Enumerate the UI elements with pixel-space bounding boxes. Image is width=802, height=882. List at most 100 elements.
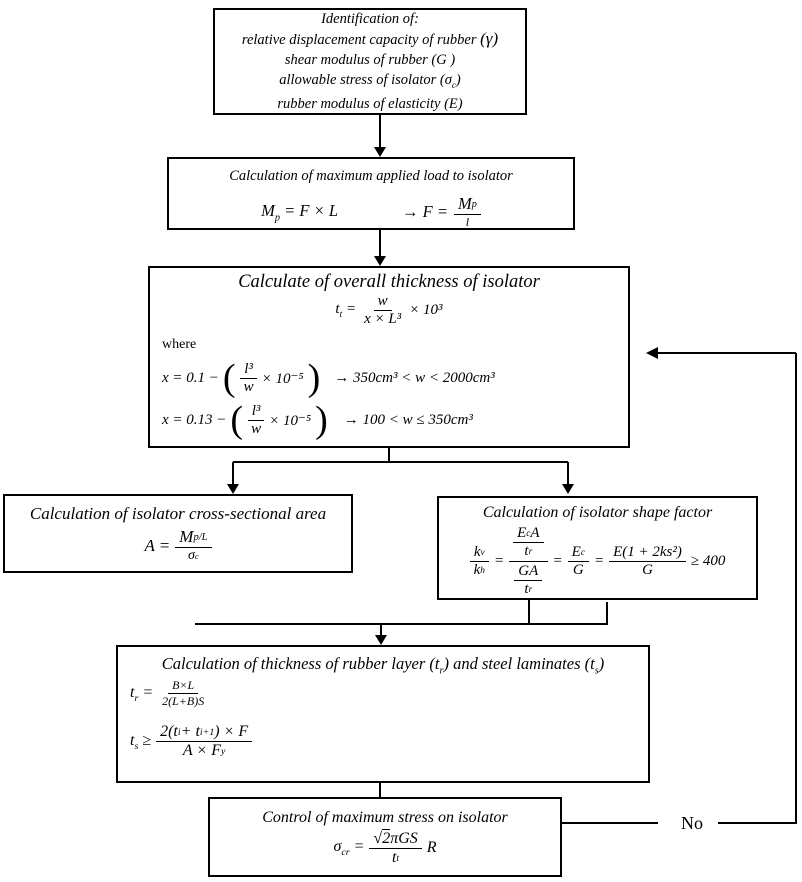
- mp-equation: Mp = F × L: [261, 201, 338, 223]
- arrowhead-branch-right: [562, 484, 574, 494]
- arrowhead-identification-to-load: [374, 147, 386, 157]
- arrowhead-load-to-thickness: [374, 256, 386, 266]
- tr-sub: r: [134, 692, 139, 704]
- shape-eq1: =: [493, 553, 505, 569]
- x1-paren-open: (: [222, 357, 236, 400]
- rubber-steel-title: Calculation of thickness of rubber layer…: [118, 654, 648, 676]
- sigma-cr-lhs: σcr =: [333, 838, 364, 858]
- tr-frac-num: B×L: [168, 678, 199, 695]
- tr-var2: t: [524, 581, 529, 597]
- arrowhead-branch-left: [227, 484, 239, 494]
- stress-control-title: Control of maximum stress on isolator: [262, 809, 508, 826]
- arrowhead-merge-down: [375, 635, 387, 645]
- a-var: A: [530, 525, 540, 541]
- kh-sub: h: [480, 565, 485, 576]
- x2-mult: × 10⁻⁵: [269, 413, 312, 429]
- tr-lhs: tr =: [130, 684, 153, 704]
- tr-var: t: [130, 683, 135, 701]
- x-equation-2: x = 0.13 − ( l³ w × 10⁻⁵ ) → 100 < w ≤ 3…: [162, 399, 628, 442]
- identification-title: Identification of:: [321, 9, 419, 29]
- tr-sub2: r: [528, 584, 533, 595]
- rubber-title-post: ): [598, 654, 605, 673]
- ec-sub: c: [526, 528, 531, 539]
- tt-frac-den: x × L³: [364, 311, 402, 327]
- sigma-line-post: ): [455, 71, 461, 88]
- identification-line-sigma: allowable stress of isolator (σc): [279, 70, 460, 95]
- overall-thickness-title: Calculate of overall thickness of isolat…: [238, 272, 540, 292]
- tt-mult: × 10³: [409, 302, 443, 318]
- x2-lhs: x = 0.13 −: [162, 412, 227, 428]
- ts-den-sub: y: [220, 745, 226, 757]
- box-rubber-steel-thickness: Calculation of thickness of rubber layer…: [116, 645, 650, 783]
- g-line-text: shear modulus of rubber (G ): [284, 51, 456, 68]
- e-line-text: rubber modulus of elasticity (E): [277, 96, 463, 113]
- mp-var: M: [261, 200, 275, 220]
- tt-var: t: [335, 301, 340, 317]
- ts-sub: s: [134, 740, 139, 752]
- box-identification: Identification of: relative displacement…: [213, 8, 527, 115]
- sigma-sub: cr: [341, 847, 350, 859]
- sqrt-sign: √: [373, 829, 383, 847]
- ts-geq: ≥: [142, 731, 152, 749]
- kv-sub: v: [480, 547, 485, 558]
- tt-eq: =: [345, 301, 357, 317]
- kv-var: k: [473, 544, 481, 560]
- x-equation-1: x = 0.1 − ( l³ w × 10⁻⁵ ) → 350cm³ < w <…: [162, 357, 628, 400]
- x1-frac-den: w: [243, 379, 254, 395]
- ec2-sub: c: [580, 547, 585, 558]
- x2-condition: → 100 < w ≤ 350cm³: [343, 412, 473, 428]
- rubber-title-mid: ) and steel laminates (t: [443, 654, 595, 673]
- ts-num-a-sub: i: [177, 726, 181, 738]
- ts-den: A × F: [182, 742, 221, 760]
- tr-fraction: B×L 2(L+B)S: [158, 678, 208, 709]
- area-frac-den: σ: [188, 548, 195, 563]
- f-frac-num: M: [458, 194, 472, 213]
- tt-den-sub: t: [396, 852, 400, 864]
- tt-lhs: tt =: [335, 301, 356, 320]
- ts-num-c: ) × F: [214, 723, 249, 741]
- box-stress-control: Control of maximum stress on isolator σc…: [208, 797, 562, 877]
- x2-frac-den: w: [251, 421, 262, 437]
- x2-fraction: l³ w: [247, 403, 265, 438]
- tt-frac-num: w: [373, 293, 392, 311]
- x1-condition: → 350cm³ < w < 2000cm³: [334, 370, 495, 386]
- x1-fraction: l³ w: [240, 361, 258, 396]
- gamma-line-text: relative displacement capacity of rubber: [241, 31, 477, 48]
- identification-line-e: rubber modulus of elasticity (E): [277, 94, 462, 114]
- gamma-symbol: (γ): [480, 28, 499, 48]
- box-max-load: Calculation of maximum applied load to i…: [167, 157, 575, 230]
- sigma-line-sub: c: [451, 79, 456, 90]
- sqrt-radicand: 2: [382, 829, 391, 847]
- tr-sub1: r: [528, 546, 533, 557]
- mp-sub: p: [274, 212, 280, 224]
- ec-var: E: [517, 525, 527, 541]
- x2-paren-open: (: [230, 399, 244, 442]
- tt-fraction: w x × L³: [360, 293, 405, 328]
- tt-sub: t: [339, 310, 343, 320]
- area-frac-num-sub: p/L: [193, 531, 208, 543]
- sigma-var: σ: [333, 837, 342, 855]
- rubber-title-sub2: s: [594, 665, 599, 677]
- ga-var: GA: [518, 563, 539, 579]
- f-frac-den: l: [465, 215, 470, 229]
- x2-frac-num: l³: [247, 403, 265, 421]
- x1-paren-close: ): [307, 357, 321, 400]
- box-cross-sectional-area: Calculation of isolator cross-sectional …: [3, 494, 353, 573]
- g-var2: G: [642, 562, 653, 578]
- sigma-num-rest: πGS: [390, 829, 418, 847]
- tr-eq: =: [142, 683, 154, 701]
- f-eq-pre: → F =: [402, 202, 448, 221]
- r-multiplier: R: [426, 839, 437, 856]
- no-label: No: [681, 813, 703, 833]
- ec2-var: E: [571, 544, 581, 560]
- x1-frac-num: l³: [240, 361, 257, 379]
